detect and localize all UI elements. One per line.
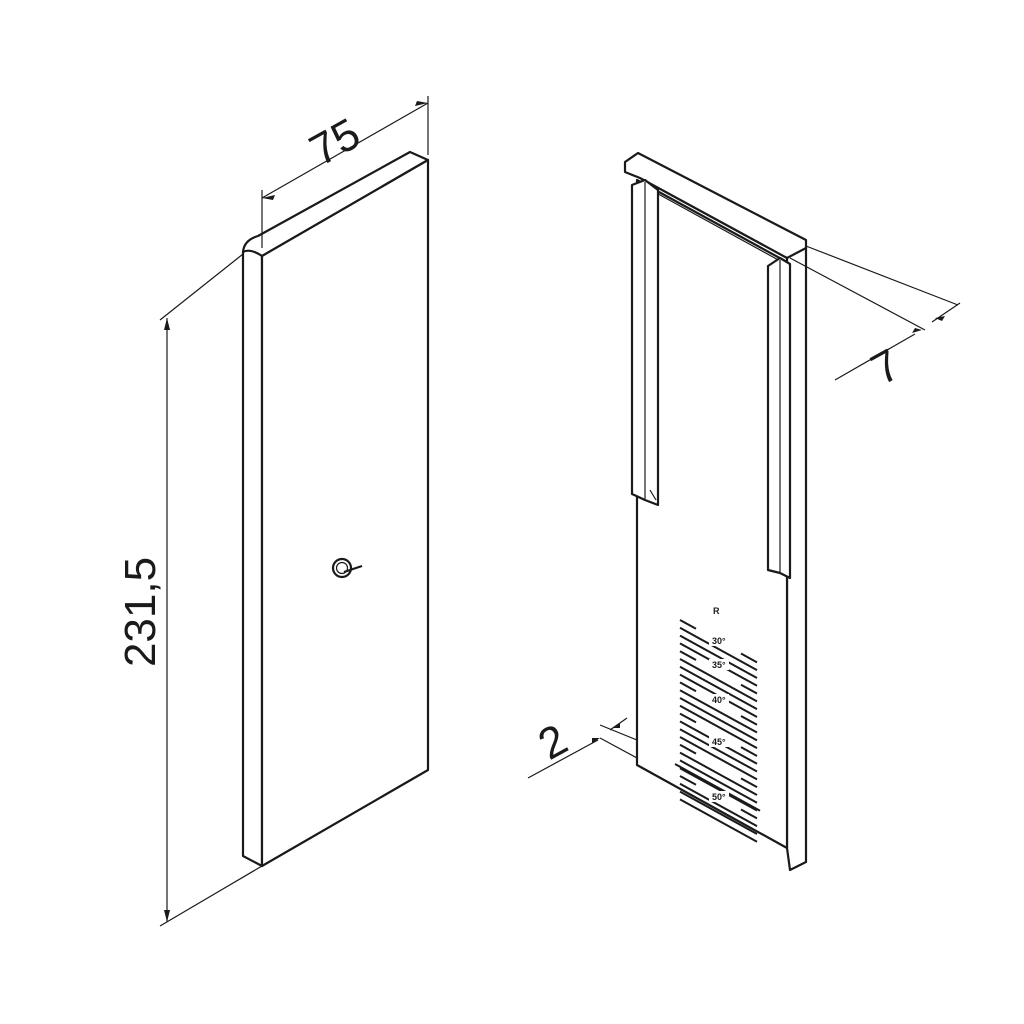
scale-tick-label: 50° [712,792,726,802]
dimension-depth: 7 [789,245,961,395]
scale-line [679,626,758,672]
scale-dash [740,808,758,820]
scale-tick-label: 35° [712,660,726,670]
scale-dash [679,619,697,630]
scale-line [679,728,758,773]
scale-dash [740,777,758,789]
scale-line [679,704,758,750]
knob-icon [331,557,363,579]
scale-line [679,782,758,828]
scale-dash [740,715,758,726]
width-label: 75 [302,109,369,176]
scale-line [679,689,758,734]
scale-dash [679,681,697,693]
scale-dash [679,650,697,661]
scale-label: R [713,606,720,616]
scale-dash [679,743,697,755]
scale-line [679,634,758,679]
depth-label: 7 [863,340,908,395]
scale-line [679,790,758,835]
rear-view-plate: R 30° 35° 40° 45° 50° [623,151,808,872]
rear-top-rim [623,151,808,260]
scale-dash [740,746,758,757]
front-plate [241,150,430,868]
dimension-height: 231,5 [116,253,263,927]
scale-tick-label: 45° [712,737,726,747]
thickness-label: 2 [530,715,575,770]
dimension-thickness: 2 [527,715,638,779]
scale-tick-label: 40° [712,695,726,705]
scale-line [679,767,758,812]
plate-front-face [260,158,430,868]
scale-tick-label: 30° [712,636,726,646]
scale-line [679,658,758,703]
scale-line [679,736,758,781]
angle-scale: R 30° 35° 40° 45° 50° [674,606,761,843]
scale-baseline [674,763,761,812]
right-channel [766,256,792,580]
scale-dash [740,652,758,664]
scale-line [679,759,758,804]
scale-line [679,665,758,711]
scale-dash [679,775,697,786]
scale-line [679,697,758,742]
scale-dash [679,712,697,724]
scale-line [679,751,758,796]
scale-dash [740,683,758,695]
height-label: 231,5 [116,557,165,667]
scale-line [679,798,758,843]
